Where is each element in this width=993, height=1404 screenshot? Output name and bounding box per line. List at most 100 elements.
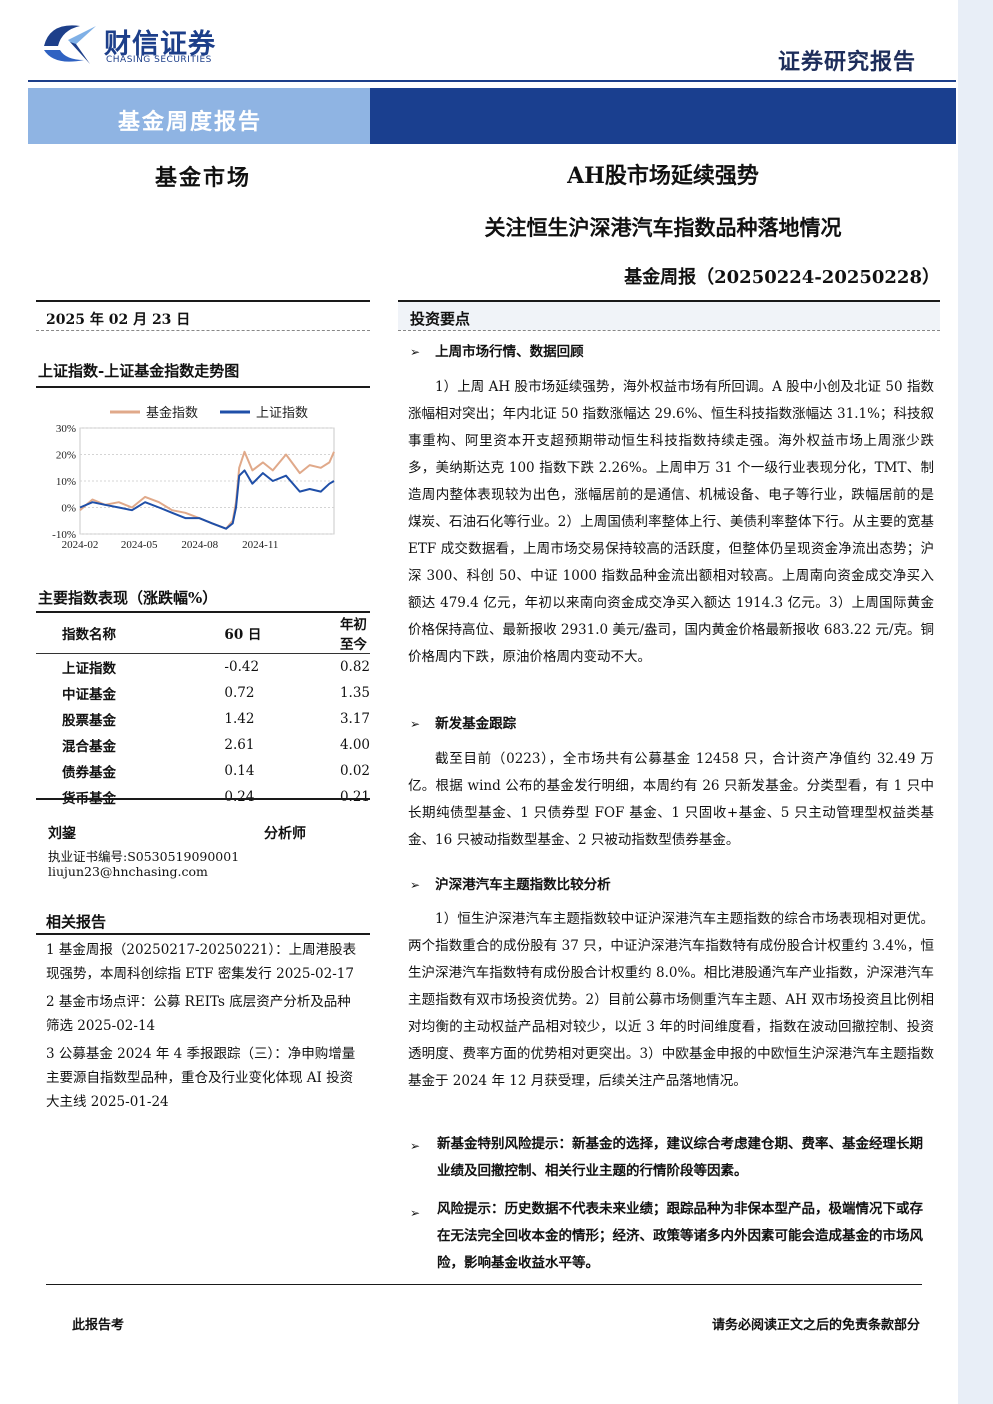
document-type: 证券研究报告 xyxy=(778,49,917,75)
section-heading-market: ➢ 上周市场行情、数据回顾 xyxy=(410,340,584,360)
sixty-day-cell: 2.61 xyxy=(224,737,255,753)
performance-top-rule xyxy=(36,611,370,613)
section-heading-new-fund-text: 新发基金跟踪 xyxy=(435,716,517,732)
triangle-bullet-icon: ➢ xyxy=(410,1139,421,1153)
analyst-role: 分析师 xyxy=(264,826,306,842)
triangle-bullet-icon: ➢ xyxy=(410,717,421,731)
related-title: 相关报告 xyxy=(46,913,107,931)
series-line-sse-index xyxy=(79,469,335,530)
ytd-cell: 1.35 xyxy=(339,685,370,701)
x-tick-label: 2024-11 xyxy=(242,539,278,551)
risk-warning-note: 风险提示：历史数据不代表未来业绩；跟踪品种为非保本型产品，极端情况下或存在无法完… xyxy=(437,1201,923,1271)
auto-index-paragraph: 1）恒生沪深港汽车主题指数较中证沪深港汽车主题指数的综合市场表现相对更优。两个指… xyxy=(408,911,934,1089)
report-date: 2025 年 02 月 23 日 xyxy=(46,312,191,328)
header-divider xyxy=(28,80,956,82)
footer-rule xyxy=(46,1284,922,1285)
y-tick-label: -10% xyxy=(52,529,76,541)
performance-row: 股票基金 1.42 3.17 xyxy=(36,706,370,732)
sixty-day-cell: 0.14 xyxy=(224,763,255,779)
chart-y-ticks: 30% 20% 10% 0% -10% xyxy=(52,423,76,541)
performance-row: 货币基金 0.24 0.21 xyxy=(36,784,370,810)
new-fund-paragraph: 截至目前（0223），全市场共有公募基金 12458 只，合计资产净值约 32.… xyxy=(408,751,934,848)
key-points-divider xyxy=(398,330,940,331)
footer-disclaimer: 请务必阅读正文之后的免责条款部分 xyxy=(711,1318,920,1333)
ytd-cell: 0.21 xyxy=(339,789,370,805)
left-top-rule xyxy=(36,300,370,302)
related-rule xyxy=(36,933,370,935)
section-heading-auto-index-text: 沪深港汽车主题指数比较分析 xyxy=(435,877,611,893)
performance-header-row: 指数名称 60 日 年初至今 xyxy=(36,613,370,654)
performance-row: 债券基金 0.14 0.02 xyxy=(36,758,370,784)
chart-legend: 基金指数 上证指数 xyxy=(110,405,308,421)
section-heading-new-fund: ➢ 新发基金跟踪 xyxy=(410,712,516,732)
y-tick-label: 0% xyxy=(61,503,76,515)
right-top-rule xyxy=(398,300,940,302)
performance-row: 上证指数 -0.42 0.82 xyxy=(36,654,370,681)
category-label: 基金市场 xyxy=(155,165,252,191)
series-line-fund-index xyxy=(79,450,335,530)
triangle-bullet-icon: ➢ xyxy=(410,1206,421,1220)
related-item[interactable]: 1 基金周报（20250217-20250221）：上周港股表现强势，本周科创综… xyxy=(46,942,357,982)
related-list: 1 基金周报（20250217-20250221）：上周港股表现强势，本周科创综… xyxy=(46,938,360,1114)
key-points-header-bg xyxy=(398,302,940,330)
x-tick-label: 2024-05 xyxy=(121,539,158,551)
main-title: AH股市场延续强势 xyxy=(567,163,759,189)
banner-right-block xyxy=(370,88,956,144)
ytd-cell: 0.02 xyxy=(339,763,370,779)
index-name-cell: 混合基金 xyxy=(62,739,116,755)
footer-left-text: 此报告考 xyxy=(72,1318,125,1333)
performance-title: 主要指数表现（涨跌幅%） xyxy=(38,589,218,607)
legend-label: 基金指数 xyxy=(146,405,198,421)
logo-emblem-icon xyxy=(44,25,96,64)
related-item[interactable]: 3 公募基金 2024 年 4 季报跟踪（三）：净申购增量主要源自指数型品种，重… xyxy=(46,1046,356,1110)
page-side-strip xyxy=(958,0,993,1404)
company-logo xyxy=(40,20,215,70)
y-tick-label: 10% xyxy=(56,476,76,488)
report-period: 基金周报（20250224-20250228） xyxy=(624,267,940,288)
sub-title: 关注恒生沪深港汽车指数品种落地情况 xyxy=(484,215,842,240)
y-tick-label: 20% xyxy=(56,450,76,462)
chart-section-title: 上证指数-上证基金指数走势图 xyxy=(38,362,240,380)
col-header-ytd: 年初至今 xyxy=(339,617,367,653)
sixty-day-cell: -0.42 xyxy=(224,659,260,675)
ytd-cell: 0.82 xyxy=(339,659,370,675)
chart-grid xyxy=(79,427,335,535)
analyst-name: 刘鋆 xyxy=(48,826,76,842)
sixty-day-cell: 1.42 xyxy=(224,711,255,727)
section-heading-market-text: 上周市场行情、数据回顾 xyxy=(435,344,584,360)
analyst-cert: 执业证书编号:S0530519090001 xyxy=(48,849,240,864)
new-fund-risk-note: 新基金特别风险提示：新基金的选择，建议综合考虑建仓期、费率、基金经理长期业绩及回… xyxy=(437,1136,923,1179)
ytd-cell: 3.17 xyxy=(339,711,370,727)
banner-left-block xyxy=(28,88,370,144)
index-name-cell: 货币基金 xyxy=(62,791,116,807)
key-points-title: 投资要点 xyxy=(410,310,471,328)
index-name-cell: 股票基金 xyxy=(62,713,116,729)
sixty-day-cell: 0.24 xyxy=(224,789,255,805)
logo-english-name: CHASING SECURITIES xyxy=(106,55,212,65)
col-header-name: 指数名称 xyxy=(62,627,116,643)
chart-title-rule xyxy=(36,386,370,388)
triangle-bullet-icon: ➢ xyxy=(410,878,421,892)
x-tick-label: 2024-02 xyxy=(62,539,99,551)
plot-frame xyxy=(79,427,335,535)
logo-chinese-name: 财信证券 xyxy=(104,29,216,60)
legend-label: 上证指数 xyxy=(256,406,308,421)
chart-series xyxy=(79,450,335,530)
chart-x-ticks: 2024-02 2024-05 2024-08 2024-11 xyxy=(62,539,279,551)
index-name-cell: 债券基金 xyxy=(62,765,116,781)
x-tick-label: 2024-08 xyxy=(181,539,218,551)
y-tick-label: 30% xyxy=(56,423,76,435)
report-type-label: 基金周度报告 xyxy=(118,109,263,135)
col-header-60d: 60 日 xyxy=(224,627,262,643)
index-name-cell: 上证指数 xyxy=(62,661,116,677)
section-heading-auto-index: ➢ 沪深港汽车主题指数比较分析 xyxy=(410,873,611,893)
sixty-day-cell: 0.72 xyxy=(224,685,255,701)
market-review-paragraph: 1）上周 AH 股市场延续强势，海外权益市场有所回调。A 股中小创及北证 50 … xyxy=(408,379,934,665)
related-item[interactable]: 2 基金市场点评：公募 REITs 底层资产分析及品种筛选 2025-02-14 xyxy=(46,994,351,1034)
analyst-email[interactable]: liujun23@hnchasing.com xyxy=(48,864,208,879)
